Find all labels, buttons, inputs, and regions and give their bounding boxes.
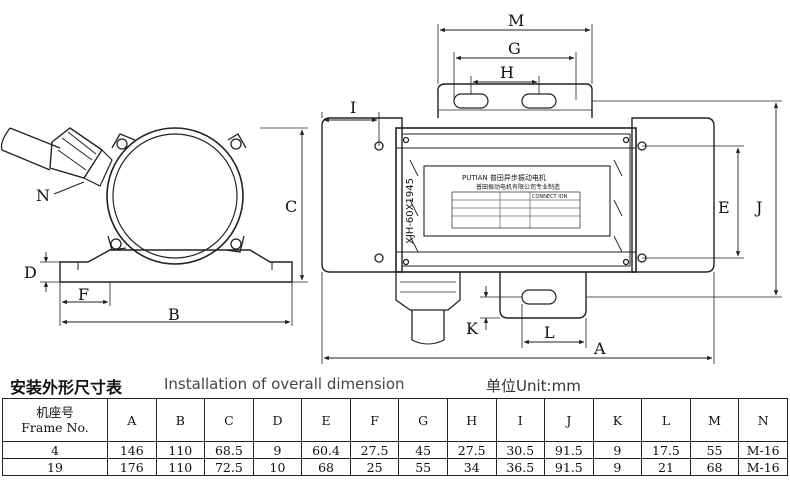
nameplate-connect: CONNECT ION	[532, 194, 568, 200]
table-cell: 30.5	[495, 441, 546, 459]
unit-label: 单位Unit:mm	[486, 377, 581, 395]
table-cell: 4	[2, 441, 108, 459]
table-cell: 34	[446, 458, 497, 476]
label-d: D	[24, 263, 37, 282]
label-a: A	[593, 339, 606, 358]
nameplate-title: PUTIAN 普田异步振动电机	[462, 173, 546, 182]
label-h: H	[500, 63, 514, 82]
section-title-en: Installation of overall dimension	[164, 375, 405, 393]
header-cell-j: J	[544, 398, 594, 442]
label-g: G	[508, 39, 521, 58]
table-cell: 45	[398, 441, 448, 459]
label-i: I	[350, 98, 356, 117]
table-cell: M-16	[738, 441, 788, 459]
table-cell: 110	[155, 458, 206, 476]
nameplate-maker: 普田振动电机有限公司专业制造	[476, 183, 560, 191]
table-cell: 60.4	[301, 441, 351, 459]
header-cell-frame: 机座号 Frame No.	[2, 398, 108, 442]
table-cell: 91.5	[544, 441, 594, 459]
header-cell-d: D	[252, 398, 303, 442]
header-cell-c: C	[204, 398, 254, 442]
table-cell: M-16	[738, 458, 788, 476]
table-cell: 17.5	[641, 441, 691, 459]
table-cell: 68	[301, 458, 351, 476]
label-l: L	[544, 323, 555, 342]
table-cell: 72.5	[204, 458, 254, 476]
label-j: J	[754, 198, 762, 217]
label-b: B	[168, 305, 180, 324]
table-cell: 68	[689, 458, 740, 476]
table-cell: 9	[252, 441, 303, 459]
table-cell: 27.5	[446, 441, 497, 459]
header-cell-l: L	[641, 398, 691, 442]
table-cell: 68.5	[204, 441, 254, 459]
top-view	[321, 24, 782, 364]
table-cell: 55	[689, 441, 740, 459]
table-cell: 19	[2, 458, 108, 476]
table-cell: 36.5	[495, 458, 546, 476]
section-header: 安装外形尺寸表 Installation of overall dimensio…	[8, 374, 788, 397]
nameplate-model: XJH-60X1945	[405, 178, 416, 244]
side-view	[0, 127, 308, 326]
table-cell: 176	[107, 458, 157, 476]
table-cell: 9	[592, 458, 643, 476]
label-c: C	[285, 197, 297, 216]
label-e: E	[718, 198, 730, 217]
label-m: M	[508, 11, 524, 30]
table-cell: 10	[252, 458, 303, 476]
header-cell-n: N	[738, 398, 788, 442]
table-cell: 55	[398, 458, 448, 476]
header-frame-en: Frame No.	[21, 420, 89, 435]
dimension-drawing: M G H I N C D F B E J K L A XJH-60X1945 …	[0, 11, 782, 364]
table-cell: 110	[155, 441, 206, 459]
header-cell-h: H	[446, 398, 497, 442]
label-k: K	[466, 319, 479, 338]
section-title-cn: 安装外形尺寸表	[10, 378, 123, 397]
header-cell-e: E	[301, 398, 351, 442]
table-cell: 25	[349, 458, 400, 476]
header-cell-f: F	[349, 398, 400, 442]
header-cell-b: B	[155, 398, 206, 442]
header-cell-a: A	[107, 398, 157, 442]
table-cell: 146	[107, 441, 157, 459]
table-cell: 27.5	[349, 441, 400, 459]
header-cell-m: M	[689, 398, 740, 442]
header-cell-g: G	[398, 398, 448, 442]
header-cell-k: K	[592, 398, 643, 442]
header-cell-i: I	[495, 398, 546, 442]
header-frame-cn: 机座号	[36, 405, 74, 420]
label-n: N	[36, 186, 50, 205]
table-cell: 9	[592, 441, 643, 459]
label-f: F	[78, 285, 89, 304]
table-cell: 21	[641, 458, 691, 476]
table-cell: 91.5	[544, 458, 594, 476]
